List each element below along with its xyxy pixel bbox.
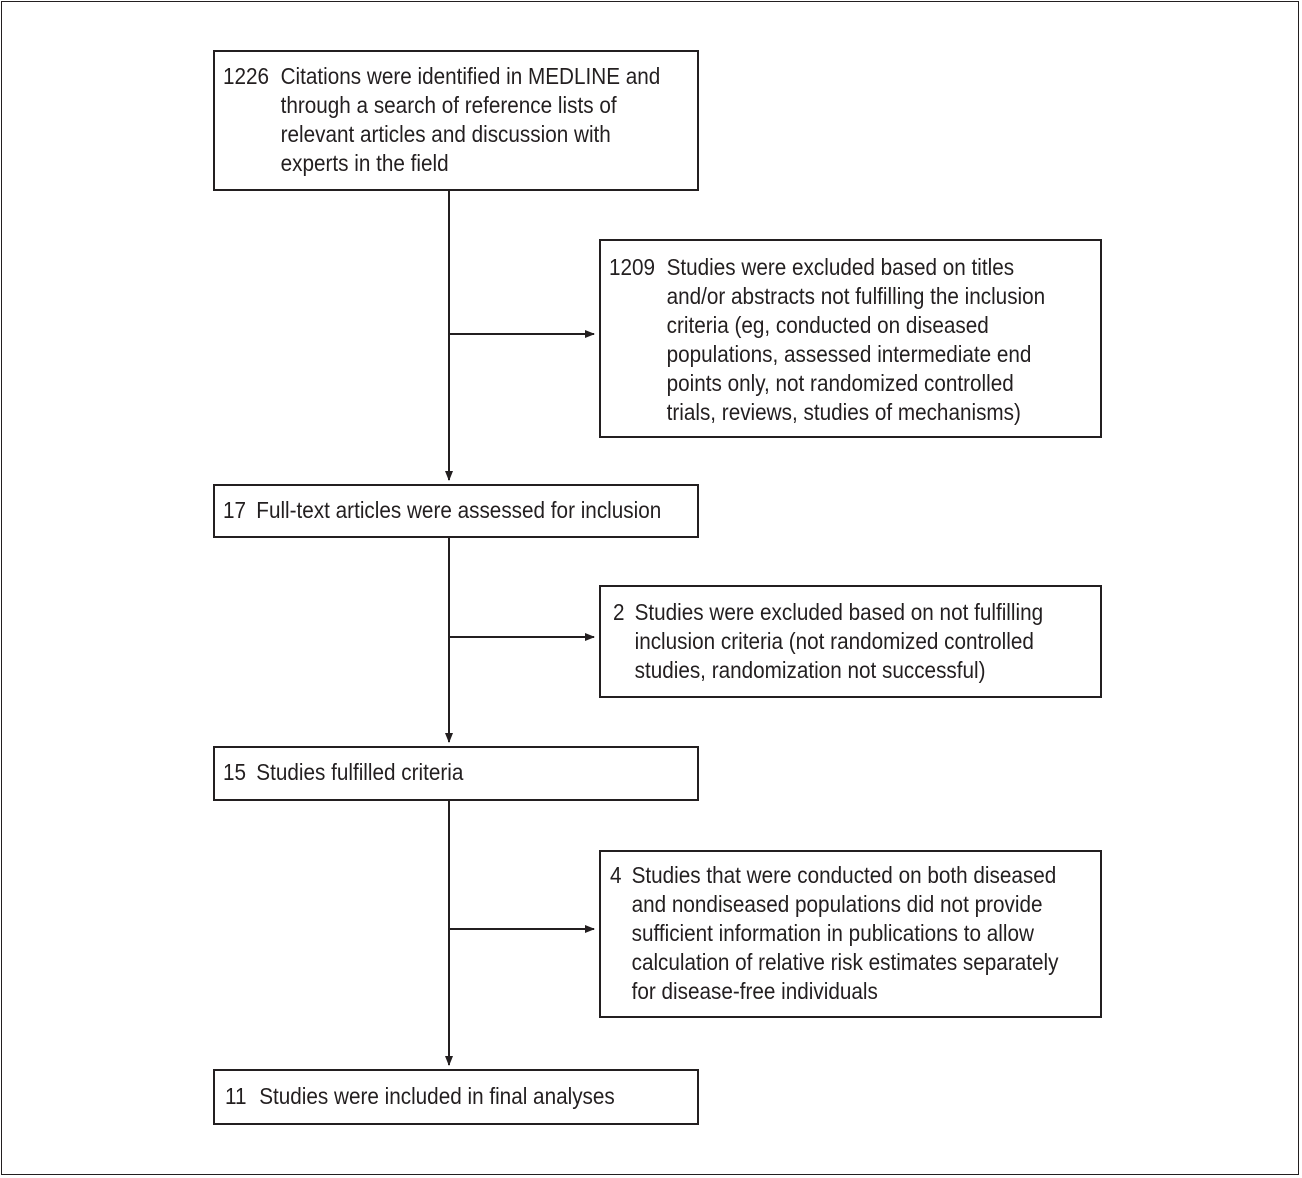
excluded-titles-line: populations, assessed intermediate end [666, 341, 1032, 367]
excluded-criteria-box [599, 585, 1102, 698]
excluded-titles-line: criteria (eg, conducted on diseased [666, 312, 989, 338]
excluded-populations-line: Studies that were conducted on both dise… [631, 862, 1057, 888]
excluded-titles-line: trials, reviews, studies of mechanisms) [666, 399, 1021, 425]
full-text-entry: 17 Full-text articles were assessed for … [223, 496, 661, 525]
excluded-titles-count: 1209 [609, 254, 656, 280]
excluded-criteria-line: studies, randomization not successful) [634, 657, 986, 683]
full-text-count: 17 [223, 497, 247, 523]
final-text: Studies were included in final analyses [259, 1082, 615, 1111]
excluded-criteria-line: Studies were excluded based on not fulfi… [634, 599, 1044, 625]
full-text-box [213, 484, 699, 538]
final-entry: 11 Studies were included in final analys… [225, 1082, 615, 1111]
excluded-titles-text: Studies were excluded based on titles an… [667, 253, 1046, 427]
citations-box [213, 50, 699, 191]
excluded-populations-line: and nondiseased populations did not prov… [631, 891, 1043, 917]
excluded-criteria-count: 2 [613, 599, 625, 625]
fulfilled-line: Studies fulfilled criteria [256, 759, 464, 785]
citations-count: 1226 [223, 63, 270, 89]
excluded-populations-text: Studies that were conducted on both dise… [632, 861, 1059, 1006]
excluded-populations-count: 4 [610, 862, 622, 888]
excluded-populations-entry: 4 Studies that were conducted on both di… [610, 861, 1058, 1006]
citations-entry: 1226 Citations were identified in MEDLIN… [223, 62, 660, 178]
excluded-populations-line: sufficient information in publications t… [631, 920, 1034, 946]
final-box [213, 1069, 699, 1125]
fulfilled-box [213, 746, 699, 801]
fulfilled-count: 15 [223, 759, 247, 785]
final-line: Studies were included in final analyses [259, 1083, 615, 1109]
citations-line: relevant articles and discussion with [280, 121, 611, 147]
full-text-line: Full-text articles were assessed for inc… [256, 497, 662, 523]
excluded-titles-entry: 1209 Studies were excluded based on titl… [609, 253, 1045, 427]
excluded-titles-line: points only, not randomized controlled [666, 370, 1014, 396]
full-text-text: Full-text articles were assessed for inc… [256, 496, 661, 525]
citations-line: through a search of reference lists of [280, 92, 617, 118]
excluded-criteria-text: Studies were excluded based on not fulfi… [635, 598, 1044, 685]
citations-line: Citations were identified in MEDLINE and [280, 63, 661, 89]
excluded-titles-box [599, 239, 1102, 438]
excluded-populations-line: calculation of relative risk estimates s… [631, 949, 1059, 975]
excluded-criteria-entry: 2 Studies were excluded based on not ful… [613, 598, 1043, 685]
excluded-populations-box [599, 850, 1102, 1018]
citations-text: Citations were identified in MEDLINE and… [281, 62, 661, 178]
final-count: 11 [225, 1083, 247, 1109]
fulfilled-entry: 15 Studies fulfilled criteria [223, 758, 463, 787]
excluded-populations-line: for disease-free individuals [631, 978, 878, 1004]
fulfilled-text: Studies fulfilled criteria [256, 758, 463, 787]
citations-line: experts in the field [280, 150, 449, 176]
excluded-titles-line: and/or abstracts not fulfilling the incl… [666, 283, 1046, 309]
excluded-titles-line: Studies were excluded based on titles [666, 254, 1015, 280]
excluded-criteria-line: inclusion criteria (not randomized contr… [634, 628, 1034, 654]
